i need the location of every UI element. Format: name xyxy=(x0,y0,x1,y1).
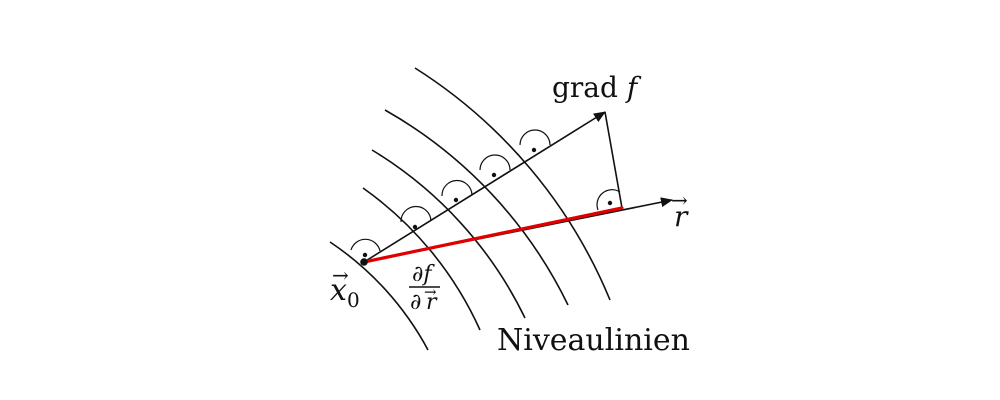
level-line-2 xyxy=(362,187,481,331)
right-angle-dot-2 xyxy=(412,224,418,230)
direction-label: r xyxy=(674,200,689,233)
gradient-label-var: f xyxy=(625,71,642,104)
derivative-label: ∂f ∂ → r xyxy=(409,262,440,315)
directional-derivative-segment xyxy=(362,206,624,264)
level-line-1 xyxy=(329,241,429,351)
gradient-vector xyxy=(363,111,606,263)
right-angle-dot-1 xyxy=(362,252,368,258)
point-arrow-accent: → xyxy=(332,263,349,287)
right-angle-dot-5 xyxy=(531,147,537,153)
right-angle-arc-5 xyxy=(519,129,551,146)
derivative-numerator: ∂f xyxy=(412,262,435,287)
level-lines-label: Niveaulinien xyxy=(497,323,690,358)
derivative-denominator-var: r xyxy=(426,290,438,315)
derivative-denominator-d: ∂ xyxy=(410,290,421,315)
point-label-subscript: 0 xyxy=(347,288,360,312)
right-angle-arc-4 xyxy=(479,154,511,171)
point-label: x xyxy=(330,273,347,308)
right-angle-arc-1 xyxy=(350,238,381,252)
right-angle-dot-4 xyxy=(491,172,497,178)
level-lines xyxy=(329,67,611,351)
projection-line xyxy=(604,111,623,209)
gradient-label: grad f xyxy=(552,71,642,104)
level-line-5 xyxy=(414,67,611,301)
right-angle-dot-3 xyxy=(453,197,459,203)
level-line-3 xyxy=(371,149,526,319)
gradient-label-text: grad xyxy=(552,71,627,104)
direction-arrow-accent: → xyxy=(671,188,688,212)
right-angle-arc-2 xyxy=(400,205,432,223)
derivative-denominator-arrow: → xyxy=(424,283,437,301)
level-line-4 xyxy=(384,109,569,306)
right-angle-dot-6 xyxy=(607,200,613,206)
point-x0 xyxy=(360,258,368,266)
right-angle-markers xyxy=(350,129,621,258)
right-angle-arc-6 xyxy=(596,189,621,211)
right-angle-arc-3 xyxy=(441,179,473,197)
